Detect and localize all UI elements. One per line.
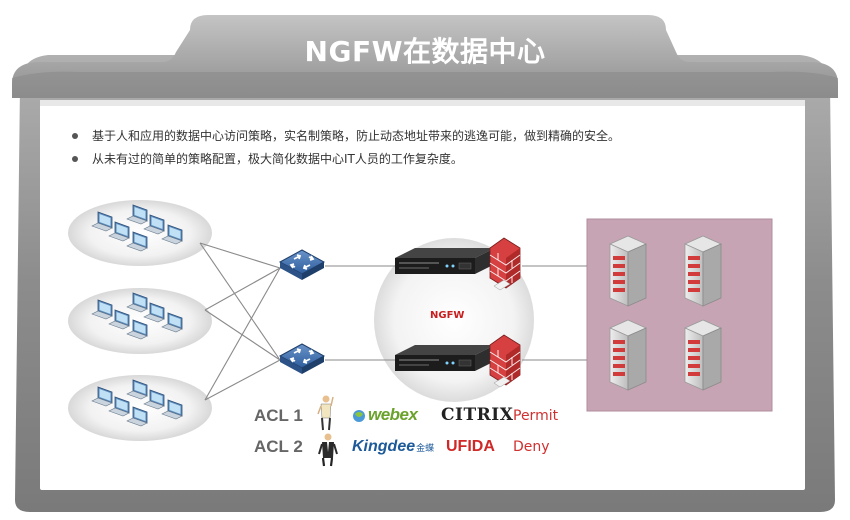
network-links <box>199 242 587 401</box>
bullet-list: 基于人和应用的数据中心访问策略，实名制策略，防止动态地址带来的逃逸可能，做到精确… <box>70 125 620 171</box>
ngfw-appliance-icon <box>394 344 496 372</box>
server-rack-icon <box>609 235 647 307</box>
bullet-dot-icon <box>72 133 78 139</box>
user-figure-icon <box>318 433 338 467</box>
kingdee-name: Kingdee <box>352 438 416 455</box>
ufida-logo: UFIDA <box>446 438 495 455</box>
acl-2-action: Deny <box>513 439 550 455</box>
webex-logo: webex <box>368 405 418 424</box>
bullet-dot-icon <box>72 156 78 162</box>
bullet-item: 基于人和应用的数据中心访问策略，实名制策略，防止动态地址带来的逃逸可能，做到精确… <box>70 125 620 148</box>
bullet-item: 从未有过的简单的策略配置，极大简化数据中心IT人员的工作复杂度。 <box>70 148 620 171</box>
server-rack-icon <box>684 319 722 391</box>
acl-1-action: Permit <box>513 408 559 424</box>
ngfw-appliance-icon <box>394 247 496 275</box>
kingdee-logo: Kingdee金蝶 <box>352 438 434 456</box>
kingdee-suffix: 金蝶 <box>416 443 435 453</box>
server-rack-icon <box>684 235 722 307</box>
citrix-logo: CITRIX <box>441 405 514 425</box>
page-title: NGFW在数据中心 <box>304 35 546 68</box>
acl-1-label: ACL 1 <box>254 406 303 425</box>
bullet-text: 基于人和应用的数据中心访问策略，实名制策略，防止动态地址带来的逃逸可能，做到精确… <box>92 129 621 143</box>
server-rack-icon <box>609 319 647 391</box>
user-figure-icon <box>317 395 334 431</box>
bullet-text: 从未有过的简单的策略配置，极大简化数据中心IT人员的工作复杂度。 <box>92 152 463 166</box>
ngfw-label: NGFW <box>430 310 465 321</box>
webex-logo-icon <box>353 410 365 422</box>
acl-2-label: ACL 2 <box>254 437 303 456</box>
